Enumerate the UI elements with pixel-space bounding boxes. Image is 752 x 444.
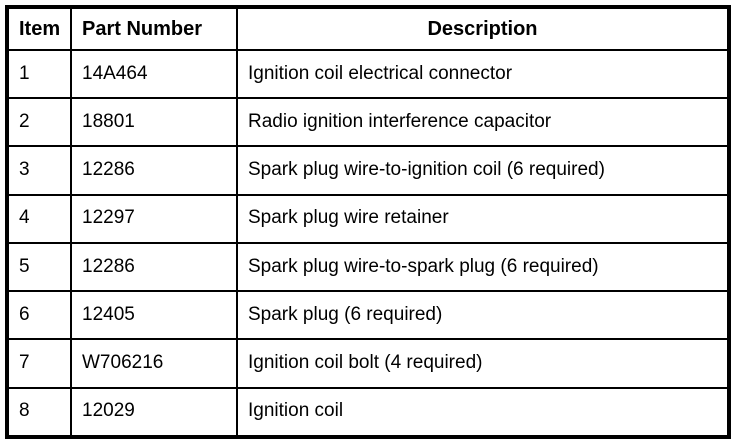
table-row: 4 12297 Spark plug wire retainer	[6, 193, 730, 244]
cell-description: Spark plug wire-to-ignition coil (6 requ…	[236, 145, 730, 196]
cell-description: Ignition coil electrical connector	[236, 48, 730, 100]
cell-item: 2	[6, 97, 72, 148]
cell-item: 1	[6, 48, 72, 100]
cell-item: 6	[6, 290, 72, 341]
cell-item: 8	[6, 386, 72, 439]
cell-item: 5	[6, 241, 72, 293]
cell-item: 7	[6, 338, 72, 389]
cell-part-number: W706216	[70, 338, 238, 389]
cell-part-number: 12297	[70, 193, 238, 244]
cell-description: Spark plug (6 required)	[236, 290, 730, 341]
parts-table-header: Item Part Number Description	[6, 6, 730, 51]
cell-item: 3	[6, 145, 72, 196]
cell-part-number: 12286	[70, 145, 238, 196]
table-row: 8 12029 Ignition coil	[6, 386, 730, 439]
cell-description: Spark plug wire retainer	[236, 193, 730, 244]
cell-description: Spark plug wire-to-spark plug (6 require…	[236, 241, 730, 293]
cell-item: 4	[6, 193, 72, 244]
table-row: 1 14A464 Ignition coil electrical connec…	[6, 48, 730, 100]
header-row: Item Part Number Description	[6, 6, 730, 51]
parts-table-body: 1 14A464 Ignition coil electrical connec…	[6, 48, 730, 439]
cell-description: Radio ignition interference capacitor	[236, 97, 730, 148]
cell-part-number: 12286	[70, 241, 238, 293]
table-row: 6 12405 Spark plug (6 required)	[6, 290, 730, 341]
cell-description: Ignition coil	[236, 386, 730, 439]
table-row: 2 18801 Radio ignition interference capa…	[6, 97, 730, 148]
column-header-description: Description	[236, 6, 730, 51]
parts-table: Item Part Number Description 1 14A464 Ig…	[5, 5, 731, 439]
cell-part-number: 12405	[70, 290, 238, 341]
column-header-item: Item	[6, 6, 72, 51]
table-row: 7 W706216 Ignition coil bolt (4 required…	[6, 338, 730, 389]
column-header-part-number: Part Number	[70, 6, 238, 51]
table-row: 5 12286 Spark plug wire-to-spark plug (6…	[6, 241, 730, 293]
table-row: 3 12286 Spark plug wire-to-ignition coil…	[6, 145, 730, 196]
cell-part-number: 14A464	[70, 48, 238, 100]
cell-description: Ignition coil bolt (4 required)	[236, 338, 730, 389]
cell-part-number: 18801	[70, 97, 238, 148]
cell-part-number: 12029	[70, 386, 238, 439]
